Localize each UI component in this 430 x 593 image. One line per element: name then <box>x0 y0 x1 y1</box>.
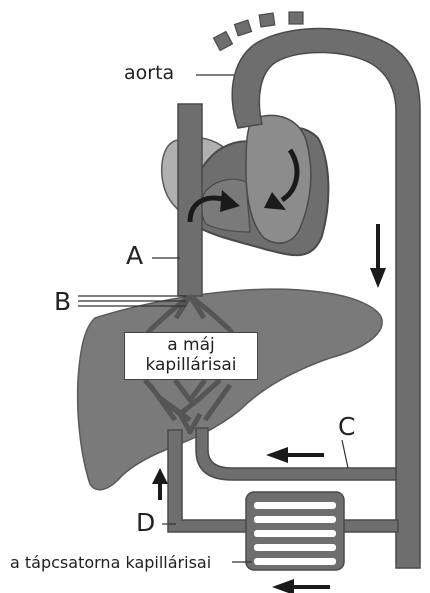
label-b: B <box>54 289 71 314</box>
liver-caption-line2: kapillárisai <box>145 356 236 376</box>
label-a: A <box>126 243 143 268</box>
liver-caption-line1: a máj <box>167 336 215 356</box>
mesenteric-artery <box>344 520 398 532</box>
label-c: C <box>338 414 355 439</box>
aorta-label: aorta <box>124 64 174 83</box>
intestine-capillaries <box>246 492 344 570</box>
label-d: D <box>136 510 155 535</box>
intestine-capillaries-caption: a tápcsatorna kapillárisai <box>10 555 211 571</box>
heart-inner-chamber <box>246 115 311 243</box>
liver-capillaries-caption: a máj kapillárisai <box>124 332 258 380</box>
